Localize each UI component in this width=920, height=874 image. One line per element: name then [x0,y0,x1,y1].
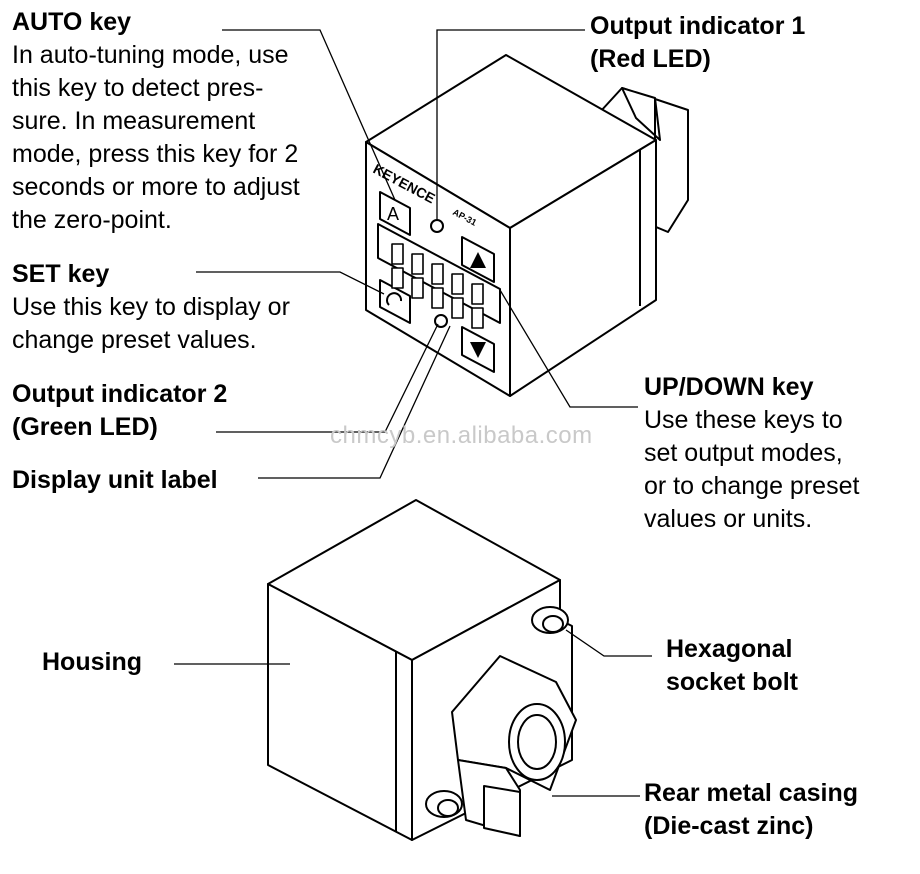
rear-metal-casing [451,655,577,837]
watermark: chmcyb.en.alibaba.com [330,422,593,449]
down-arrow-icon [470,342,486,358]
up-down-key-desc-line: values or units. [644,505,813,533]
auto-key-button [379,191,411,236]
up-arrow-icon [470,252,486,268]
output1-leader [436,29,585,220]
output-indicator-1-subtitle: (Red LED) [590,45,711,73]
set-key-title: SET key [12,260,110,288]
output-indicator-2-subtitle: (Green LED) [12,413,158,441]
output-indicator-1-title: Output indicator 1 [590,12,806,40]
hex-bolt-leader [565,629,652,657]
output2-leader [216,323,439,433]
set-key-desc-line: Use this key to display or [12,293,290,321]
output-indicator-2-title: Output indicator 2 [12,380,228,408]
up-down-key-title: UP/DOWN key [644,373,814,401]
set-key-label: SET key Use this key to display or chang… [12,258,290,357]
hex-bolt-top [531,606,569,634]
hex-bolt-title: Hexagonal [666,635,793,663]
auto-key-label: AUTO key In auto-tuning mode, use this k… [12,6,300,237]
rear-casing-label: Rear metal casing (Die-cast zinc) [644,777,858,843]
rear-casing-title: Rear metal casing [644,779,858,807]
up-down-key-desc-line: or to change preset [644,472,860,500]
unit-label-leader [258,325,451,479]
output-indicator-2-label: Output indicator 2 (Green LED) [12,378,227,444]
hex-bolt-subtitle: socket bolt [666,668,798,696]
housing-label: Housing [42,646,142,679]
set-key-desc-line: change preset values. [12,326,257,354]
auto-key-leader [222,29,396,201]
up-down-leader [499,289,638,408]
rear-casing-subtitle: (Die-cast zinc) [644,812,814,840]
up-down-key-label: UP/DOWN key Use these keys to set output… [644,371,859,536]
red-led-indicator [430,219,444,233]
hex-bolt-bottom [425,790,463,818]
display-unit-label: Display unit label [12,464,218,497]
housing-title: Housing [42,648,142,676]
set-key-leader [196,271,385,295]
hex-bolt-label: Hexagonal socket bolt [666,633,798,699]
auto-key-desc-line: this key to detect pres- [12,74,264,102]
auto-key-title: AUTO key [12,8,132,36]
set-key-button [379,279,411,324]
display-unit-title: Display unit label [12,466,218,494]
auto-key-desc-line: the zero-point. [12,206,172,234]
auto-key-desc-line: In auto-tuning mode, use [12,41,289,69]
output-indicator-1-label: Output indicator 1 (Red LED) [590,10,805,76]
auto-key-desc-line: sure. In measurement [12,107,256,135]
up-down-key-desc-line: Use these keys to [644,406,843,434]
seven-segment-display [391,243,484,329]
auto-key-glyph: A [387,204,399,224]
auto-key-desc-line: seconds or more to adjust [12,173,300,201]
auto-key-desc-line: mode, press this key for 2 [12,140,299,168]
up-down-key-desc-line: set output modes, [644,439,843,467]
